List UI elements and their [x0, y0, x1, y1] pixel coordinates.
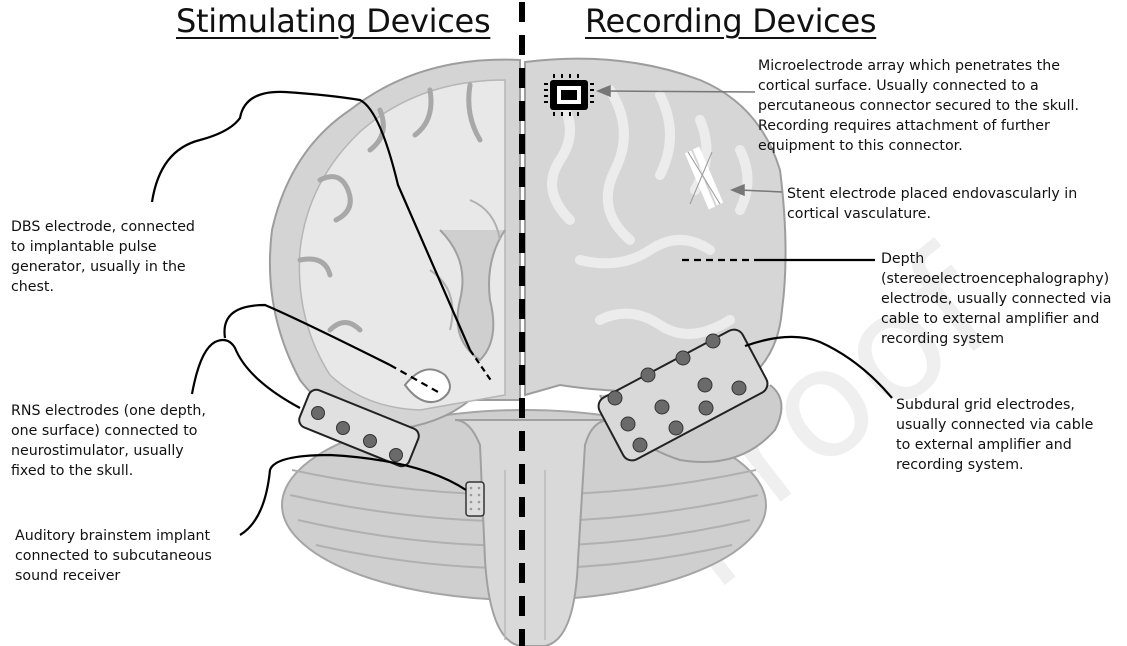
microelectrode-array-label: Microelectrode array which penetrates th… — [758, 56, 1123, 156]
stent-electrode-label: Stent electrode placed endovascularly in… — [787, 184, 1122, 224]
dbs-electrode-label: DBS electrode, connected to implantable … — [11, 217, 241, 297]
stimulating-devices-heading: Stimulating Devices — [176, 2, 490, 40]
recording-devices-heading: Recording Devices — [585, 2, 876, 40]
rns-electrodes-label: RNS electrodes (one depth, one surface) … — [11, 401, 241, 481]
dotted-pad-icon — [466, 482, 484, 516]
depth-electrode-label: Depth (stereoelectroencephalography) ele… — [881, 249, 1121, 349]
auditory-brainstem-implant-label: Auditory brainstem implant connected to … — [15, 526, 245, 586]
subdural-grid-label: Subdural grid electrodes, usually connec… — [896, 395, 1121, 475]
